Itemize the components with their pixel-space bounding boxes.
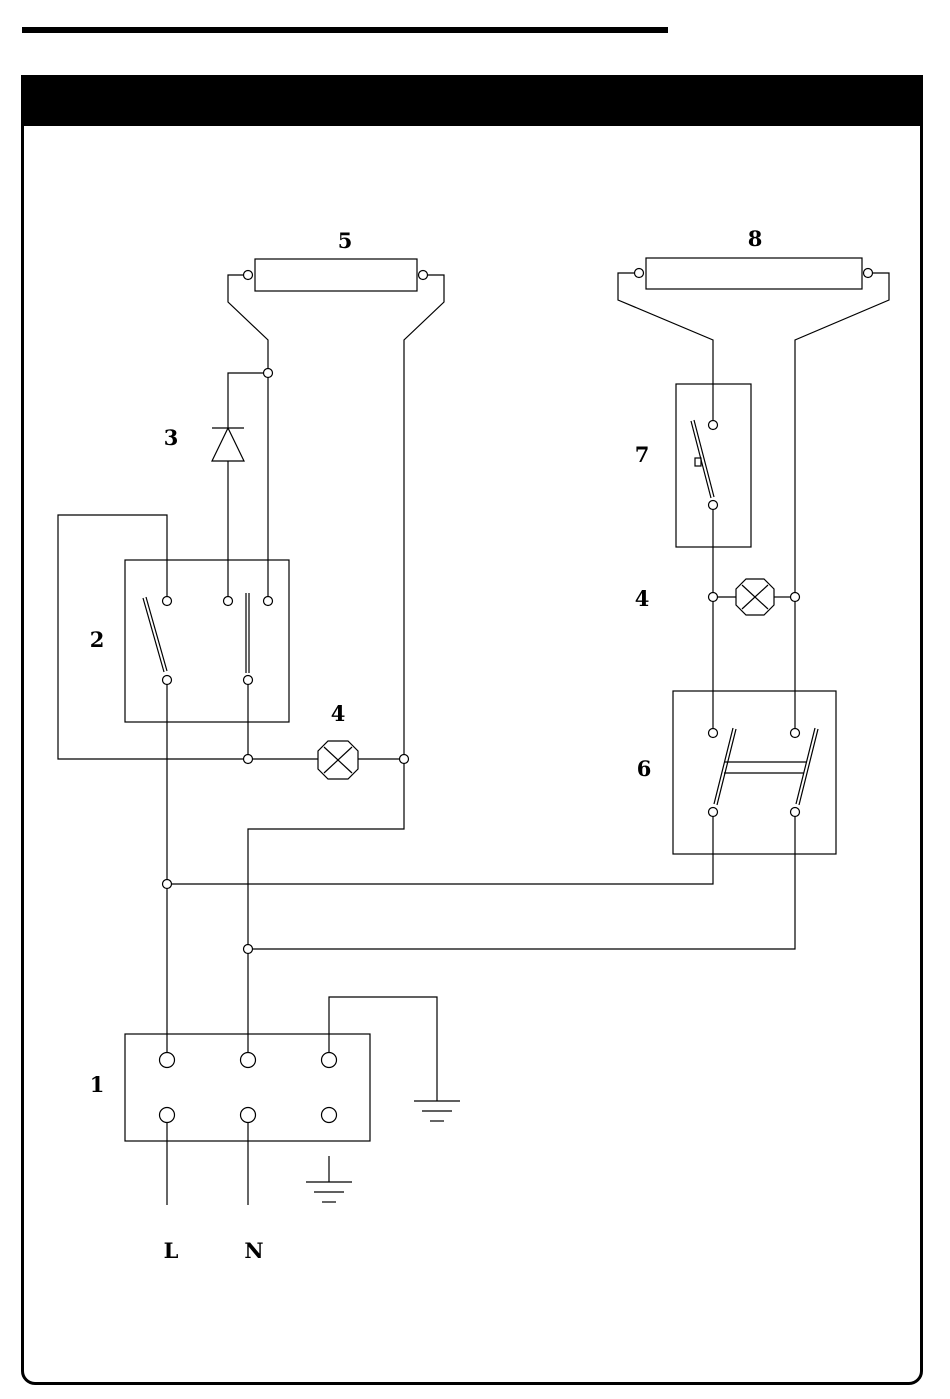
label-terminal-1: 1 bbox=[90, 1072, 105, 1097]
label-starter-7: 7 bbox=[635, 442, 650, 467]
label-tube-5: 5 bbox=[338, 228, 353, 253]
lamp-4-left bbox=[318, 741, 358, 779]
label-switch-2: 2 bbox=[90, 627, 105, 652]
label-switch-6: 6 bbox=[637, 756, 652, 781]
label-lamp-4-left: 4 bbox=[331, 701, 346, 726]
diode-3 bbox=[212, 428, 244, 461]
double-pole-switch-6 bbox=[673, 691, 836, 854]
label-tube-8: 8 bbox=[748, 226, 763, 251]
tube-5 bbox=[244, 259, 428, 291]
double-switch-2 bbox=[125, 560, 289, 722]
junction-node bbox=[264, 369, 273, 378]
ground-symbol-bottom bbox=[306, 1182, 352, 1202]
tube-8 bbox=[635, 258, 873, 289]
label-diode-3: 3 bbox=[164, 425, 179, 450]
label-lamp-4-right: 4 bbox=[635, 586, 650, 611]
label-neutral-N: N bbox=[244, 1238, 263, 1263]
ground-symbol-top bbox=[414, 1101, 460, 1121]
lamp-4-right bbox=[736, 579, 774, 615]
label-line-L: L bbox=[164, 1238, 179, 1263]
